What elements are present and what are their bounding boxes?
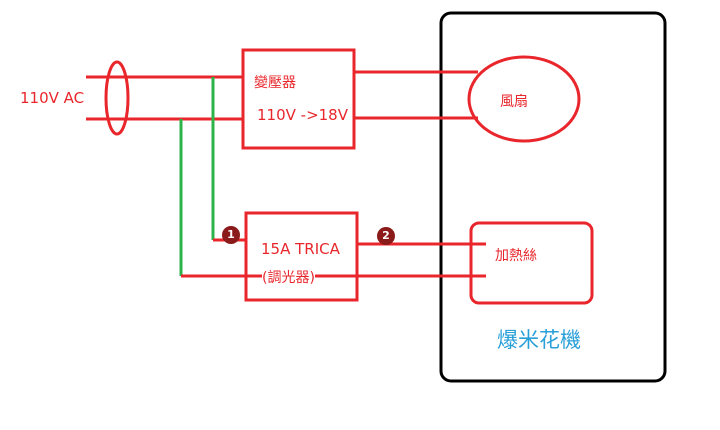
- dimmer-subtitle: (調光器): [262, 270, 315, 286]
- dimmer-box: [244, 211, 359, 302]
- source-label: 110V AC: [20, 89, 85, 107]
- machine-label: 爆米花機: [497, 328, 581, 352]
- marker-2: 2: [377, 227, 395, 245]
- dimmer-title: 15A TRICA: [261, 240, 340, 258]
- heater-box: [469, 221, 594, 305]
- transformer-spec: 110V ->18V: [257, 106, 348, 124]
- cable-bundle: [104, 60, 130, 136]
- fan-label: 風扇: [500, 94, 528, 110]
- fan-circle: [467, 55, 581, 143]
- machine-outline: [439, 11, 667, 383]
- transformer-title: 變壓器: [254, 75, 296, 91]
- transformer-box: [241, 48, 356, 150]
- heater-label: 加熱絲: [495, 248, 537, 264]
- marker-1: 1: [222, 226, 240, 244]
